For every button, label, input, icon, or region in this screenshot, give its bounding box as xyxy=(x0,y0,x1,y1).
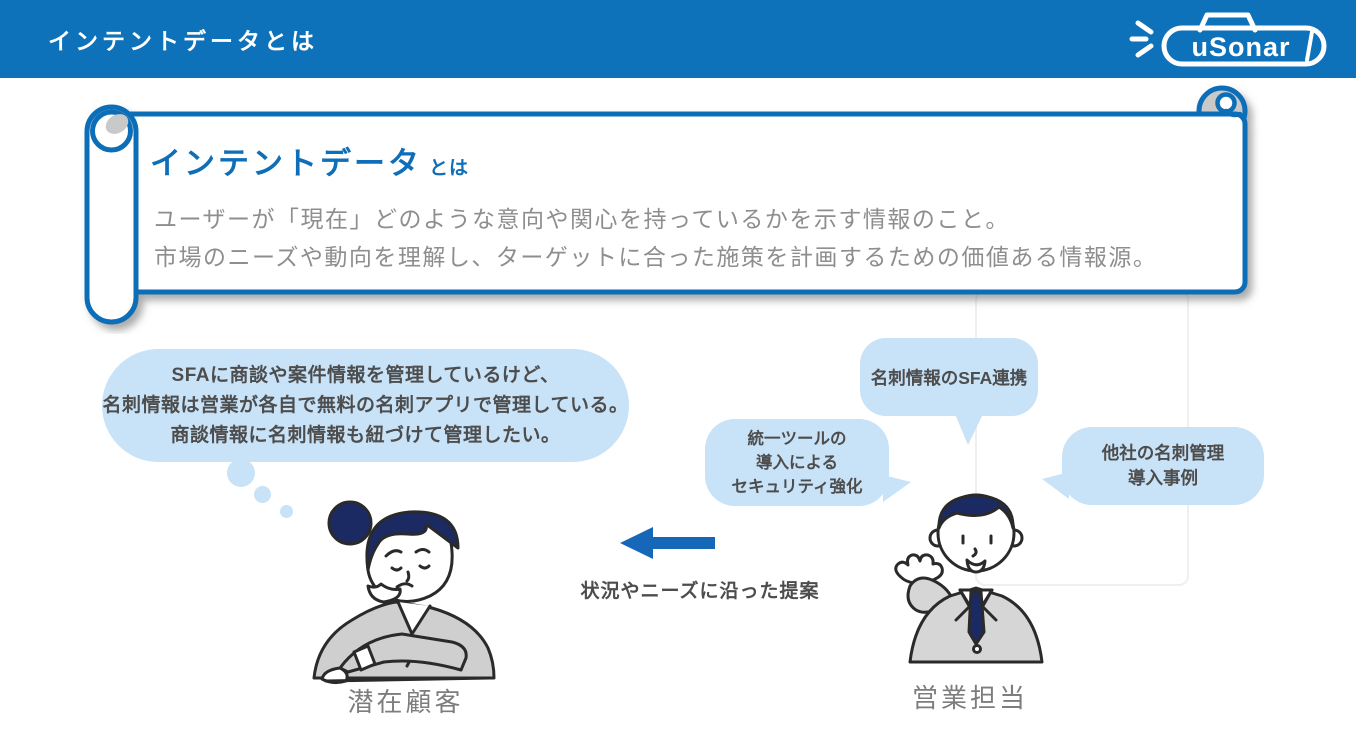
sales-bubble-sfa-text: 名刺情報のSFA連携 xyxy=(870,367,1028,388)
thought-dot-medium xyxy=(254,486,271,503)
sales-rep-label: 営業担当 xyxy=(911,683,1028,713)
potential-customer-illustration xyxy=(312,500,496,685)
sales-rep-illustration xyxy=(894,493,1044,664)
sales-bubble-security-line1: 統一ツールの xyxy=(747,429,847,448)
usonar-logo-icon: uSonar xyxy=(1129,12,1327,67)
thought-line2: 名刺情報は営業が各自で無料の名刺アプリで管理している。 xyxy=(102,394,629,416)
sales-bubble-security: 統一ツールの 導入による セキュリティ強化 xyxy=(705,419,911,506)
intent-definition-banner: インテントデータ とは ユーザーが「現在」どのような意向や関心を持っているかを示… xyxy=(80,84,1260,334)
thought-line1: SFAに商談や案件情報を管理しているけど、 xyxy=(171,364,560,386)
thought-dot-small xyxy=(280,505,293,518)
header-bar: インテントデータとは uSonar xyxy=(0,0,1356,78)
page-title: インテントデータとは xyxy=(48,28,318,54)
banner-title-suffix: とは xyxy=(429,158,470,179)
banner-description-line1: ユーザーが「現在」どのような意向や関心を持っているかを示す情報のこと。 xyxy=(154,206,1010,232)
thought-line3: 商談情報に名刺情報も紐づけて管理したい。 xyxy=(170,424,561,446)
bubble-tail-right xyxy=(883,475,911,502)
usonar-logo-text: uSonar xyxy=(1191,32,1290,62)
sales-bubble-case-study: 他社の名刺管理 導入事例 xyxy=(1042,427,1264,505)
customer-thought-bubble: SFAに商談や案件情報を管理しているけど、 名刺情報は営業が各自で無料の名刺アプ… xyxy=(102,349,629,462)
banner-description-line2: 市場のニーズや動向を理解し、ターゲットに合った施策を計画するための価値ある情報源… xyxy=(154,244,1158,270)
banner-title-main: インテントデータ xyxy=(150,146,422,181)
sales-bubble-case-line1: 他社の名刺管理 xyxy=(1101,443,1225,463)
proposal-label: 状況やニーズに沿った提案 xyxy=(580,581,820,602)
customer-label: 潜在顧客 xyxy=(347,687,464,717)
left-arrow-icon xyxy=(620,527,715,559)
bubble-tail-down xyxy=(955,414,983,445)
banner-description: ユーザーが「現在」どのような意向や関心を持っているかを示す情報のこと。 市場のニ… xyxy=(154,200,1157,276)
sales-bubble-security-line3: セキュリティ強化 xyxy=(731,477,863,496)
bubble-tail-left xyxy=(1042,472,1069,499)
sales-bubble-security-line2: 導入による xyxy=(755,453,838,472)
banner-title: インテントデータ とは xyxy=(150,138,469,183)
thought-dot-large xyxy=(227,459,255,487)
scroll-banner-shape xyxy=(84,85,1248,325)
sales-bubble-case-line2: 導入事例 xyxy=(1128,468,1198,488)
sales-bubble-sfa-link: 名刺情報のSFA連携 xyxy=(860,338,1038,445)
